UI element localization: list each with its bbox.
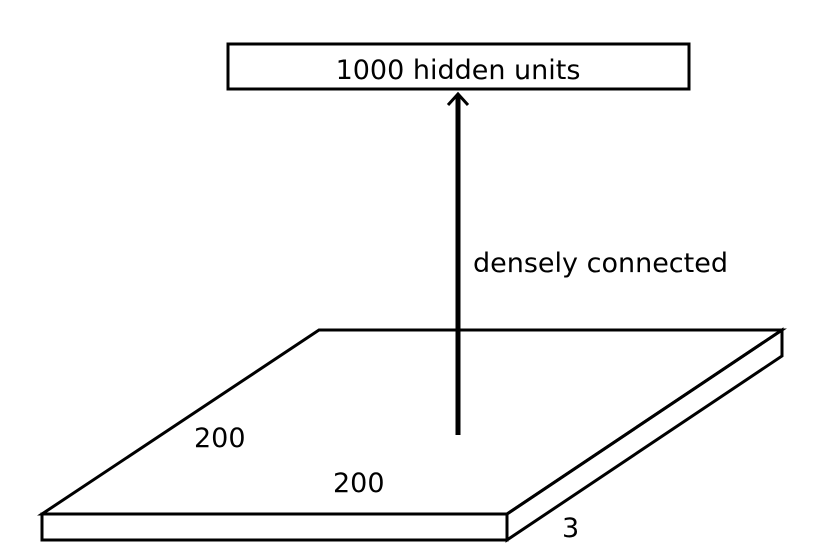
hidden-layer-node: 1000 hidden units	[226, 42, 691, 91]
hidden-layer-box	[226, 42, 691, 91]
input-slab	[37, 327, 787, 543]
slab-side-face	[505, 327, 784, 543]
dense-connection-arrow	[446, 91, 470, 435]
arrow-head	[446, 91, 470, 107]
slab-depth-label: 3	[562, 513, 579, 544]
slab-top-face	[37, 328, 787, 516]
slab-front-face	[40, 512, 509, 542]
hidden-layer-label: 1000 hidden units	[336, 55, 581, 86]
connection-label: densely connected	[473, 248, 728, 279]
slab-width-label: 200	[333, 468, 385, 499]
slab-height-label: 200	[194, 423, 246, 454]
